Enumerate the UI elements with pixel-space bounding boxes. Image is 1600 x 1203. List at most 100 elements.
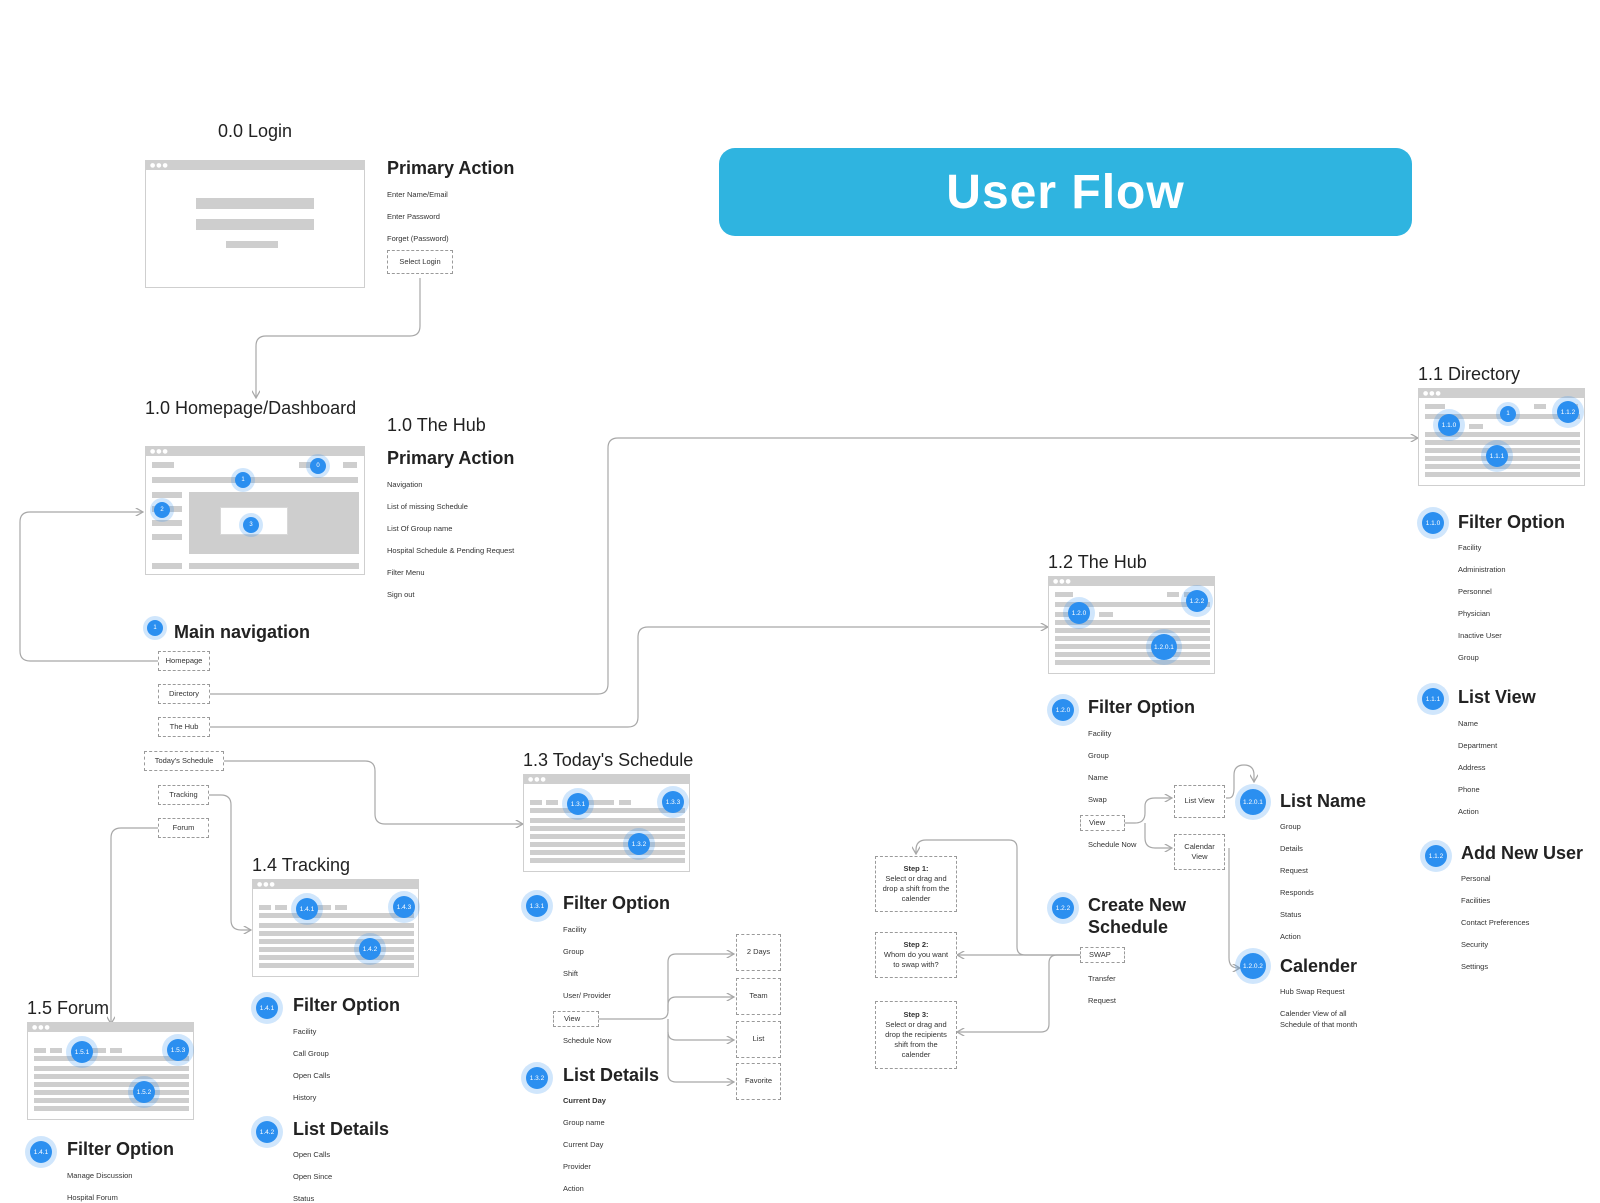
todays-list-item: Group name [563, 1118, 605, 1127]
directory-filter-item: Group [1458, 653, 1479, 662]
swap-step-3: Step 3: Select or drag and drop the reci… [875, 1001, 957, 1069]
nav-item-tracking: Tracking [158, 785, 209, 805]
directory-list-view-marker: 1.1.1 [1422, 688, 1444, 710]
tracking-marker: 1.4.1 [296, 898, 318, 920]
hub-wireframe: ●●● [1048, 576, 1215, 674]
hub-intro-title: 1.0 The Hub [387, 415, 486, 435]
swap-step-3-text: Select or drag and drop the recipients s… [885, 1019, 947, 1060]
add-new-user-item: Personal [1461, 874, 1491, 883]
swap-step-1: Step 1: Select or drag and drop a shift … [875, 856, 957, 912]
add-new-user-item: Settings [1461, 962, 1489, 971]
swap-step-3-label: Step 3: [903, 1009, 929, 1019]
forum-marker: 1.5.1 [71, 1041, 93, 1063]
homepage-title: 1.0 Homepage/Dashboard [145, 398, 357, 418]
forum-title: 1.5 Forum [27, 998, 110, 1018]
swap-box: SWAP [1080, 947, 1125, 963]
tracking-filter-item: Facility [293, 1027, 317, 1036]
todays-list-marker: 1.3.2 [526, 1067, 548, 1089]
tracking-title: 1.4 Tracking [252, 855, 351, 875]
homepage-wireframe: ●●● [145, 446, 365, 575]
directory-marker: 1 [1500, 406, 1516, 422]
add-new-user-item: Facilities [1461, 896, 1491, 905]
directory-marker: 1.1.0 [1438, 414, 1460, 436]
directory-marker: 1.1.2 [1557, 401, 1579, 423]
todays-list-item: Current Day [563, 1140, 604, 1149]
tracking-list-item: Open Since [293, 1172, 333, 1181]
hub-marker: 1.2.0.1 [1151, 634, 1177, 660]
tracking-list-title: List Details [293, 1119, 390, 1139]
forum-wireframe: ●●● [27, 1022, 194, 1120]
login-item: Enter Password [387, 212, 440, 221]
hub-list-view-box: List View [1174, 785, 1225, 818]
list-name-item: Request [1280, 866, 1308, 875]
tracking-filter-marker: 1.4.1 [256, 997, 278, 1019]
create-schedule-item: Transfer [1088, 974, 1116, 983]
forum-marker: 1.5.3 [167, 1039, 189, 1061]
list-name-item: Details [1280, 844, 1303, 853]
hub-intro-primary-action-title: Primary Action [387, 448, 515, 468]
todays-schedule-title: 1.3 Today's Schedule [523, 750, 694, 770]
homepage-marker: 2 [154, 502, 170, 518]
todays-filter-marker: 1.3.1 [526, 895, 548, 917]
todays-list-item: Current Day [563, 1096, 606, 1105]
hub-calendar-view-box: Calendar View [1174, 834, 1225, 870]
nav-item-the-hub: The Hub [158, 717, 210, 737]
add-new-user-title: Add New User [1461, 843, 1584, 863]
login-primary-action-title: Primary Action [387, 158, 515, 178]
tracking-list-item: Status [293, 1194, 315, 1203]
calender-title: Calender [1280, 956, 1358, 976]
main-navigation-marker: 1 [147, 620, 163, 636]
directory-marker: 1.1.1 [1486, 445, 1508, 467]
directory-list-view-item: Action [1458, 807, 1479, 816]
todays-view-option: Favorite [736, 1063, 781, 1100]
hub-filter-item: Schedule Now [1088, 840, 1137, 849]
homepage-marker: 1 [235, 472, 251, 488]
tracking-marker: 1.4.2 [359, 938, 381, 960]
list-name-item: Responds [1280, 888, 1314, 897]
hub-intro-item: Hospital Schedule & Pending Request [387, 546, 515, 555]
todays-filter-title: Filter Option [563, 893, 670, 913]
todays-filter-item: Schedule Now [563, 1036, 612, 1045]
todays-schedule-marker: 1.3.3 [662, 791, 684, 813]
hub-marker: 1.2.0 [1068, 602, 1090, 624]
login-item: Forget (Password) [387, 234, 449, 243]
todays-filter-item: User/ Provider [563, 991, 611, 1000]
tracking-list-marker: 1.4.2 [256, 1121, 278, 1143]
directory-wireframe: ●●● [1418, 388, 1585, 486]
nav-item-forum: Forum [158, 818, 209, 838]
hub-marker: 1.2.2 [1186, 590, 1208, 612]
hub-intro-item: Sign out [387, 590, 415, 599]
directory-list-view-item: Phone [1458, 785, 1480, 794]
homepage-marker: 0 [310, 458, 326, 474]
nav-item-todays-schedule: Today's Schedule [144, 751, 224, 771]
nav-item-homepage: Homepage [158, 651, 210, 671]
hub-filter-item: Group [1088, 751, 1109, 760]
select-login-box: Select Login [387, 250, 453, 274]
swap-step-2-label: Step 2: [903, 939, 929, 949]
todays-schedule-marker: 1.3.2 [628, 833, 650, 855]
list-name-item: Action [1280, 932, 1301, 941]
directory-list-view-item: Department [1458, 741, 1498, 750]
tracking-wireframe: ●●● [252, 879, 419, 977]
login-item: Enter Name/Email [387, 190, 448, 199]
hub-filter-item: Name [1088, 773, 1109, 782]
todays-filter-item: Shift [563, 969, 579, 978]
tracking-filter-item: Call Group [293, 1049, 329, 1058]
main-navigation-title: Main navigation [174, 622, 311, 642]
directory-list-view-title: List View [1458, 687, 1536, 707]
list-name-title: List Name [1280, 791, 1367, 811]
directory-filter-item: Inactive User [1458, 631, 1502, 640]
directory-filter-item: Personnel [1458, 587, 1492, 596]
add-new-user-item: Contact Preferences [1461, 918, 1530, 927]
nav-item-directory: Directory [158, 684, 210, 704]
homepage-marker: 3 [243, 517, 259, 533]
tracking-filter-title: Filter Option [293, 995, 400, 1015]
add-new-user-marker: 1.1.2 [1425, 845, 1447, 867]
hub-filter-view-box: View [1080, 815, 1125, 831]
todays-list-title: List Details [563, 1065, 660, 1085]
hub-intro-item: List Of Group name [387, 524, 453, 533]
login-title: 0.0 Login [218, 121, 293, 141]
directory-list-view-item: Name [1458, 719, 1479, 728]
hub-filter-marker: 1.2.0 [1052, 699, 1074, 721]
